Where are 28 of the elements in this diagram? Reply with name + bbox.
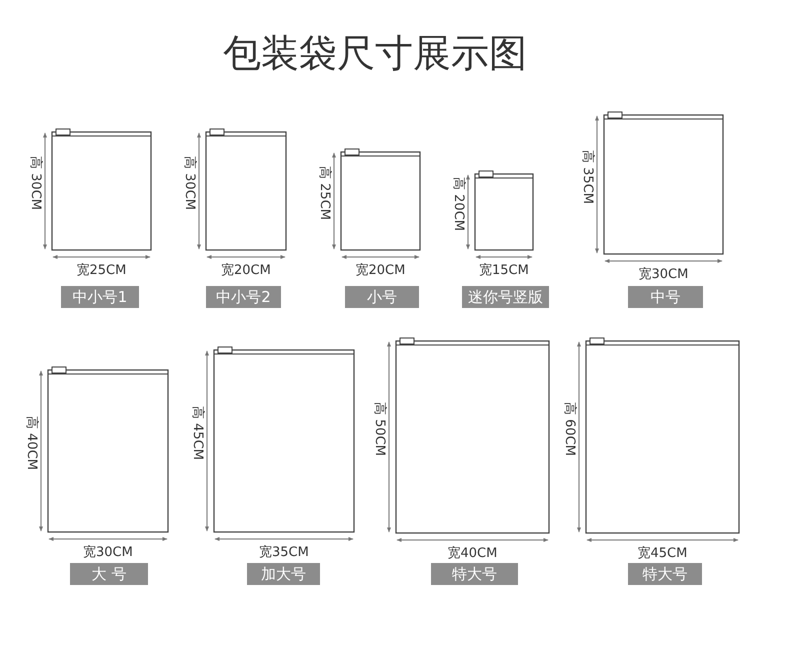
height-dimension: 高 35CM	[578, 150, 596, 204]
size-label: 迷你号竖版	[462, 286, 549, 308]
size-label: 特大号	[628, 563, 702, 585]
size-label: 中号	[628, 286, 703, 308]
width-dimension: 宽35CM	[259, 544, 309, 561]
size-label: 特大号	[431, 563, 518, 585]
height-dimension: 高 40CM	[22, 416, 40, 470]
size-label: 中小号1	[61, 286, 139, 308]
width-dimension: 宽25CM	[76, 262, 126, 279]
height-dimension: 高 25CM	[316, 166, 333, 220]
height-dimension: 高 30CM	[180, 156, 198, 210]
size-label: 加大号	[247, 563, 320, 585]
size-label: 中小号2	[206, 286, 281, 308]
width-dimension: 宽45CM	[638, 545, 688, 562]
height-dimension: 高 45CM	[188, 406, 206, 460]
width-dimension: 宽30CM	[83, 544, 133, 561]
size-label: 小号	[345, 286, 419, 308]
width-dimension: 宽40CM	[448, 545, 498, 562]
width-dimension: 宽15CM	[479, 262, 529, 279]
title: 包装袋尺寸展示图	[222, 30, 528, 77]
height-dimension: 高 30CM	[26, 156, 44, 210]
height-dimension: 高 20CM	[450, 177, 467, 231]
size-label: 大 号	[70, 563, 148, 585]
height-dimension: 高 50CM	[370, 402, 388, 456]
height-dimension: 高 60CM	[560, 402, 578, 456]
width-dimension: 宽20CM	[221, 262, 271, 279]
width-dimension: 宽30CM	[638, 266, 688, 283]
width-dimension: 宽20CM	[356, 262, 406, 279]
